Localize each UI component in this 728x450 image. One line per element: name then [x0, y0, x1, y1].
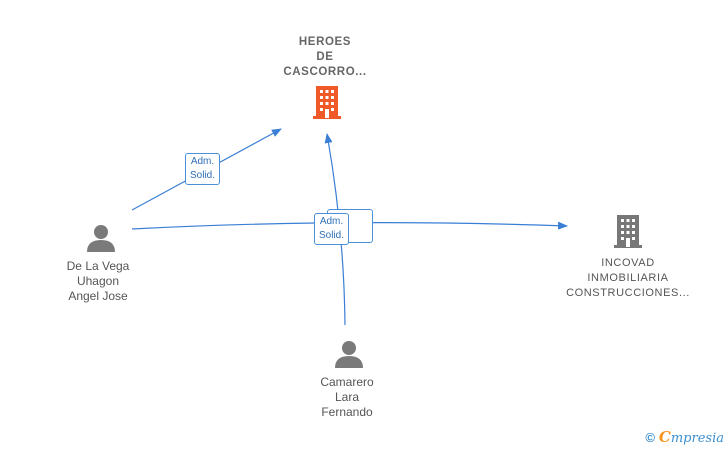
person-camarero-line-3: Fernando: [321, 405, 373, 419]
company-incovad-line-2: INMOBILIARIA: [587, 272, 669, 284]
company-heroes-line-2: DE: [316, 51, 334, 63]
person-icon[interactable]: [86, 224, 116, 252]
building-icon[interactable]: [311, 84, 343, 120]
brand-name: mpresia: [670, 431, 724, 446]
company-heroes-line-3: CASCORRO...: [283, 66, 367, 78]
edge-label-text-2: Solid.: [190, 170, 216, 181]
brand-initial: C: [658, 428, 671, 446]
company-heroes-label[interactable]: HEROES DE CASCORRO...: [270, 35, 380, 80]
company-incovad-label[interactable]: INCOVAD INMOBILIARIA CONSTRUCCIONES...: [558, 256, 698, 301]
copyright-icon: ©: [645, 430, 655, 445]
building-icon[interactable]: [612, 213, 644, 249]
company-heroes-line-1: HEROES: [298, 36, 352, 48]
edge-label-text-2: Solid.: [319, 230, 345, 241]
person-delavega-line-1: De La Vega: [66, 259, 130, 273]
edge-label-text-1: Adm.: [190, 156, 215, 167]
company-incovad-line-1: INCOVAD: [601, 257, 655, 269]
person-delavega-label[interactable]: De La Vega Uhagon Angel Jose: [48, 259, 148, 304]
edge-label-delavega-heroes[interactable]: Adm. Solid.: [185, 153, 221, 185]
person-camarero-line-2: Lara: [334, 390, 360, 404]
person-camarero-label[interactable]: Camarero Lara Fernando: [297, 375, 397, 420]
person-delavega-line-2: Uhagon: [76, 274, 120, 288]
edge-label-text-1: Adm.: [319, 216, 344, 227]
company-incovad-line-3: CONSTRUCCIONES...: [566, 287, 690, 299]
person-camarero-line-1: Camarero: [320, 375, 374, 389]
person-delavega-line-3: Angel Jose: [68, 289, 128, 303]
edge-label-camarero-heroes[interactable]: Adm. Solid.: [314, 213, 350, 245]
person-icon[interactable]: [334, 340, 364, 368]
empresia-logo[interactable]: ©Cmpresia: [645, 428, 724, 446]
